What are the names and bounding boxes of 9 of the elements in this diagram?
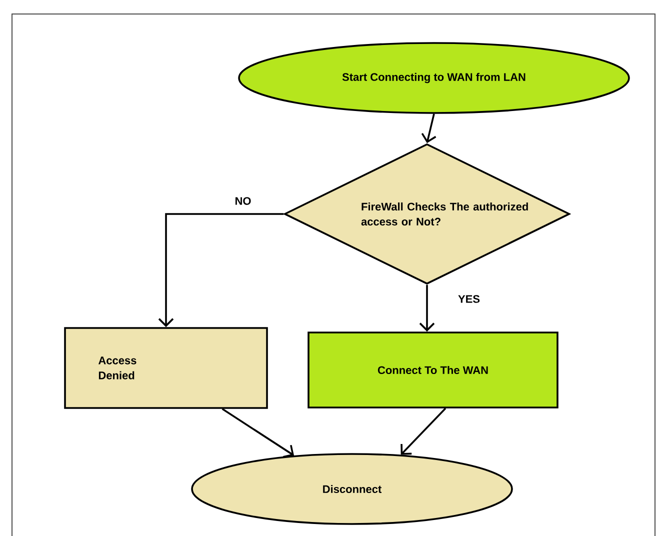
edge-label: YES bbox=[457, 294, 481, 304]
process-box: Access Denied bbox=[64, 327, 268, 409]
process-box: Connect To The WAN bbox=[308, 332, 558, 408]
arrow bbox=[222, 408, 294, 458]
arrow bbox=[400, 408, 446, 455]
arrow bbox=[421, 114, 436, 144]
arrow bbox=[419, 284, 435, 332]
edge-label: NO bbox=[234, 196, 252, 206]
arrow bbox=[158, 213, 284, 328]
